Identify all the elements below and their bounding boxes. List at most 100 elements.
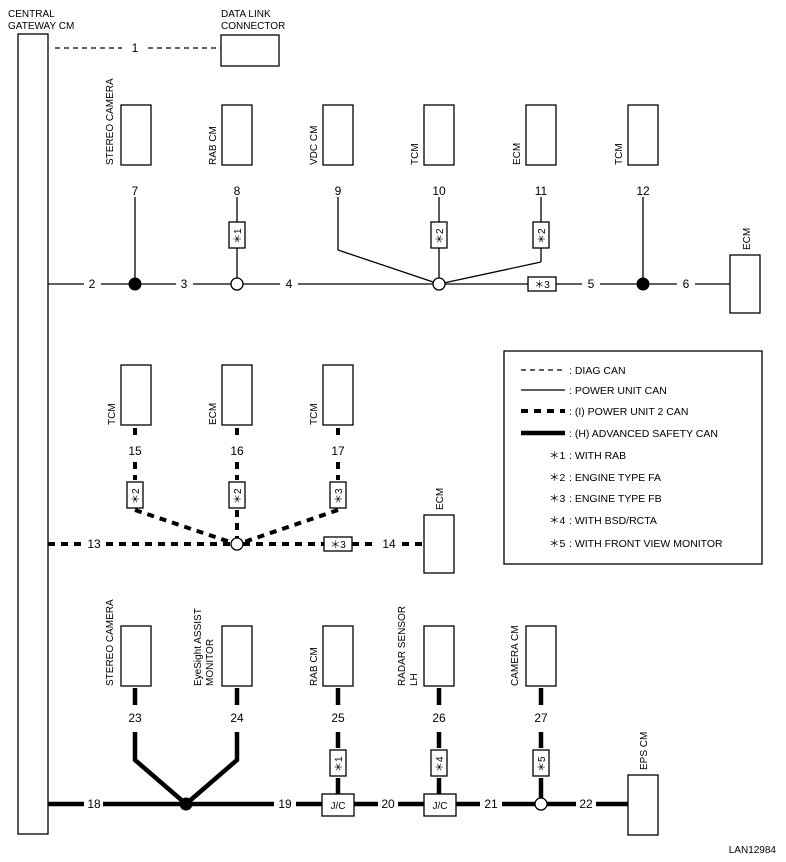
stereo-camera-label-2: STEREO CAMERA [105,599,116,686]
ecm-module-2[interactable] [729,254,761,314]
legend-note-text-1: : WITH RAB [569,450,626,462]
legend-note-mark-3: ＊3 [549,493,565,505]
condition-tag-2-tcm-mid-text: ＊2 [131,488,142,504]
legend: : DIAG CAN : POWER UNIT CAN : (I) POWER … [503,350,763,565]
splice-point-open [230,537,244,551]
wire-number-22: 22 [579,797,593,811]
joint-connector-2-label: J/C [433,801,448,812]
figure-id: LAN12984 [729,845,777,856]
wire-number-18: 18 [87,797,101,811]
tcm-label-4: TCM [309,403,320,425]
wire-number-16: 16 [230,444,244,458]
wire-number-25: 25 [331,711,345,725]
legend-note-mark-1: ＊1 [549,450,565,462]
condition-tag-4-radar-text: ＊4 [435,756,446,772]
wire-number-10: 10 [432,184,446,198]
wire-number-13: 13 [87,537,101,551]
eyesight-monitor-label-line2: MONITOR [205,639,216,686]
wire-number-14: 14 [382,537,396,551]
legend-note-text-5: : WITH FRONT VIEW MONITOR [569,538,723,550]
condition-tag-3-bus-mid [323,536,353,552]
splice-point-filled [636,277,650,291]
wire-number-17: 17 [331,444,345,458]
power-unit-2-can-bus [48,428,424,546]
data-link-label-line1: DATA LINK [221,9,271,20]
splice-point-filled [128,277,142,291]
radar-sensor-lh-module[interactable] [423,625,455,687]
advanced-safety-can-bus [48,688,628,807]
data-link-connector[interactable] [220,34,280,67]
splice-point-open [230,277,244,291]
condition-tag-2-ecm-mid [228,481,246,509]
wire-number-7: 7 [132,184,139,198]
legend-text-diag-can: : DIAG CAN [569,365,626,377]
condition-tag-2-tcm-text: ＊2 [435,228,446,244]
tcm-label-3: TCM [107,403,118,425]
legend-note-text-2: : ENGINE TYPE FA [569,472,661,484]
ecm-module-1[interactable] [525,104,557,166]
condition-tag-5-camera-text: ＊5 [537,756,548,772]
splice-point-filled [179,797,193,811]
tcm-module-3[interactable] [120,364,152,426]
ecm-label-3: ECM [208,403,219,425]
tcm-module-4[interactable] [322,364,354,426]
splice-point-open [534,797,548,811]
wire-number-2: 2 [89,277,96,291]
wire-number-3: 3 [181,277,188,291]
condition-tag-3-tcm-mid [329,481,347,509]
wire-number-19: 19 [278,797,292,811]
rab-cm-module-2[interactable] [322,625,354,687]
tcm-module-2[interactable] [627,104,659,166]
vdc-cm-label: VDC CM [309,126,320,165]
eps-cm-module[interactable] [627,774,659,836]
rab-cm-label-2: RAB CM [309,647,320,686]
eyesight-assist-monitor-module[interactable] [221,625,253,687]
legend-text-advanced-safety-can: : (H) ADVANCED SAFETY CAN [569,428,718,440]
joint-connector-1-label: J/C [331,801,346,812]
rab-cm-module-1[interactable] [221,104,253,166]
wire-number-23: 23 [128,711,142,725]
rab-cm-label-1: RAB CM [208,126,219,165]
condition-tag-2-tcm-mid [126,481,144,509]
wire-number-12: 12 [636,184,650,198]
power-unit-can-bus [48,197,730,285]
ecm-module-4[interactable] [423,514,455,574]
legend-text-power-unit-can: : POWER UNIT CAN [569,385,667,397]
legend-note-mark-4: ＊4 [549,515,565,527]
tcm-module-1[interactable] [423,104,455,166]
stereo-camera-module-2[interactable] [120,625,152,687]
legend-box [503,350,763,565]
condition-tag-1-rab-text: ＊1 [233,228,244,244]
legend-note-text-3: : ENGINE TYPE FB [569,493,662,505]
splice-point-open [432,277,446,291]
wire-number-8: 8 [234,184,241,198]
radar-sensor-label-line2: LH [409,673,420,686]
eps-cm-label: EPS CM [639,732,650,770]
ecm-module-3[interactable] [221,364,253,426]
ecm-label-2: ECM [742,228,753,250]
condition-tag-1-rab [228,221,246,249]
vdc-cm-module[interactable] [322,104,354,166]
condition-tag-5-camera [532,749,550,777]
legend-note-mark-5: ＊5 [549,538,565,550]
tcm-label-1: TCM [410,143,421,165]
condition-tag-3-bus-mid-text: ＊3 [330,540,346,551]
wire-number-26: 26 [432,711,446,725]
camera-cm-module[interactable] [525,625,557,687]
joint-connector-1 [321,793,355,817]
wire-number-9: 9 [335,184,342,198]
condition-tag-4-radar [430,749,448,777]
condition-tag-1-rab-bottom-text: ＊1 [334,756,345,772]
condition-tag-1-rab-bottom [329,749,347,777]
joint-connector-2 [423,793,457,817]
central-gateway-label-line2: GATEWAY CM [8,21,74,32]
stereo-camera-module-1[interactable] [120,104,152,166]
central-gateway-cm[interactable] [17,33,49,835]
legend-note-mark-2: ＊2 [549,472,565,484]
condition-tag-3-bus [527,276,557,292]
wire-number-6: 6 [683,277,690,291]
ecm-label-4: ECM [435,488,446,510]
central-gateway-label-line1: CENTRAL [8,9,55,20]
data-link-label-line2: CONNECTOR [221,21,285,32]
